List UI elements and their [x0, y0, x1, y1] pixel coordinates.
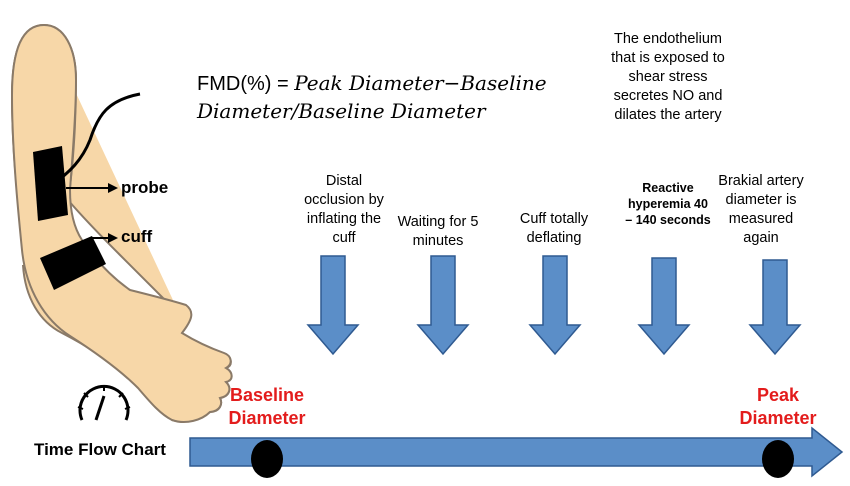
stopwatch-icon	[77, 384, 131, 421]
probe-cable	[51, 92, 141, 187]
down-arrow-5	[748, 259, 802, 356]
cuff-label: cuff	[121, 227, 153, 246]
formula-prefix: FMD(%) =	[197, 73, 295, 95]
down-arrow-1	[306, 255, 360, 356]
down-arrow-2	[416, 255, 470, 356]
probe-block	[33, 146, 68, 221]
probe-label: probe	[121, 178, 169, 197]
step-text-4: The endothelium that is exposed to shear…	[611, 31, 725, 123]
fmd-formula: FMD(%) = Peak Diameter−Baseline Diameter…	[197, 70, 557, 126]
baseline-label: Baseline Diameter	[228, 385, 306, 428]
formula-expression: Peak Diameter−Baseline Diameter/Baseline…	[197, 71, 547, 123]
probe-pointer-head	[108, 183, 118, 193]
timeline-title: Time Flow Chart	[34, 440, 166, 459]
arm-body	[10, 23, 233, 423]
peak-label: Peak Diameter	[739, 385, 817, 428]
step-text-2: Waiting for 5 minutes	[397, 214, 479, 249]
step-text-1: Distal occlusion by inflating the cuff	[304, 173, 384, 246]
down-arrow-3	[528, 255, 582, 356]
step-text-5: Brakial artery diameter is measured agai…	[718, 173, 804, 246]
down-arrow-4	[637, 257, 691, 356]
baseline-marker	[251, 440, 283, 478]
step-note-4: Reactive hyperemia 40 – 140 seconds	[625, 181, 711, 227]
timeline-arrow	[189, 426, 844, 478]
cuff-pointer-head	[108, 233, 118, 243]
step-text-3: Cuff totally deflating	[519, 211, 589, 246]
cuff-band	[40, 236, 106, 290]
peak-marker	[762, 440, 794, 478]
